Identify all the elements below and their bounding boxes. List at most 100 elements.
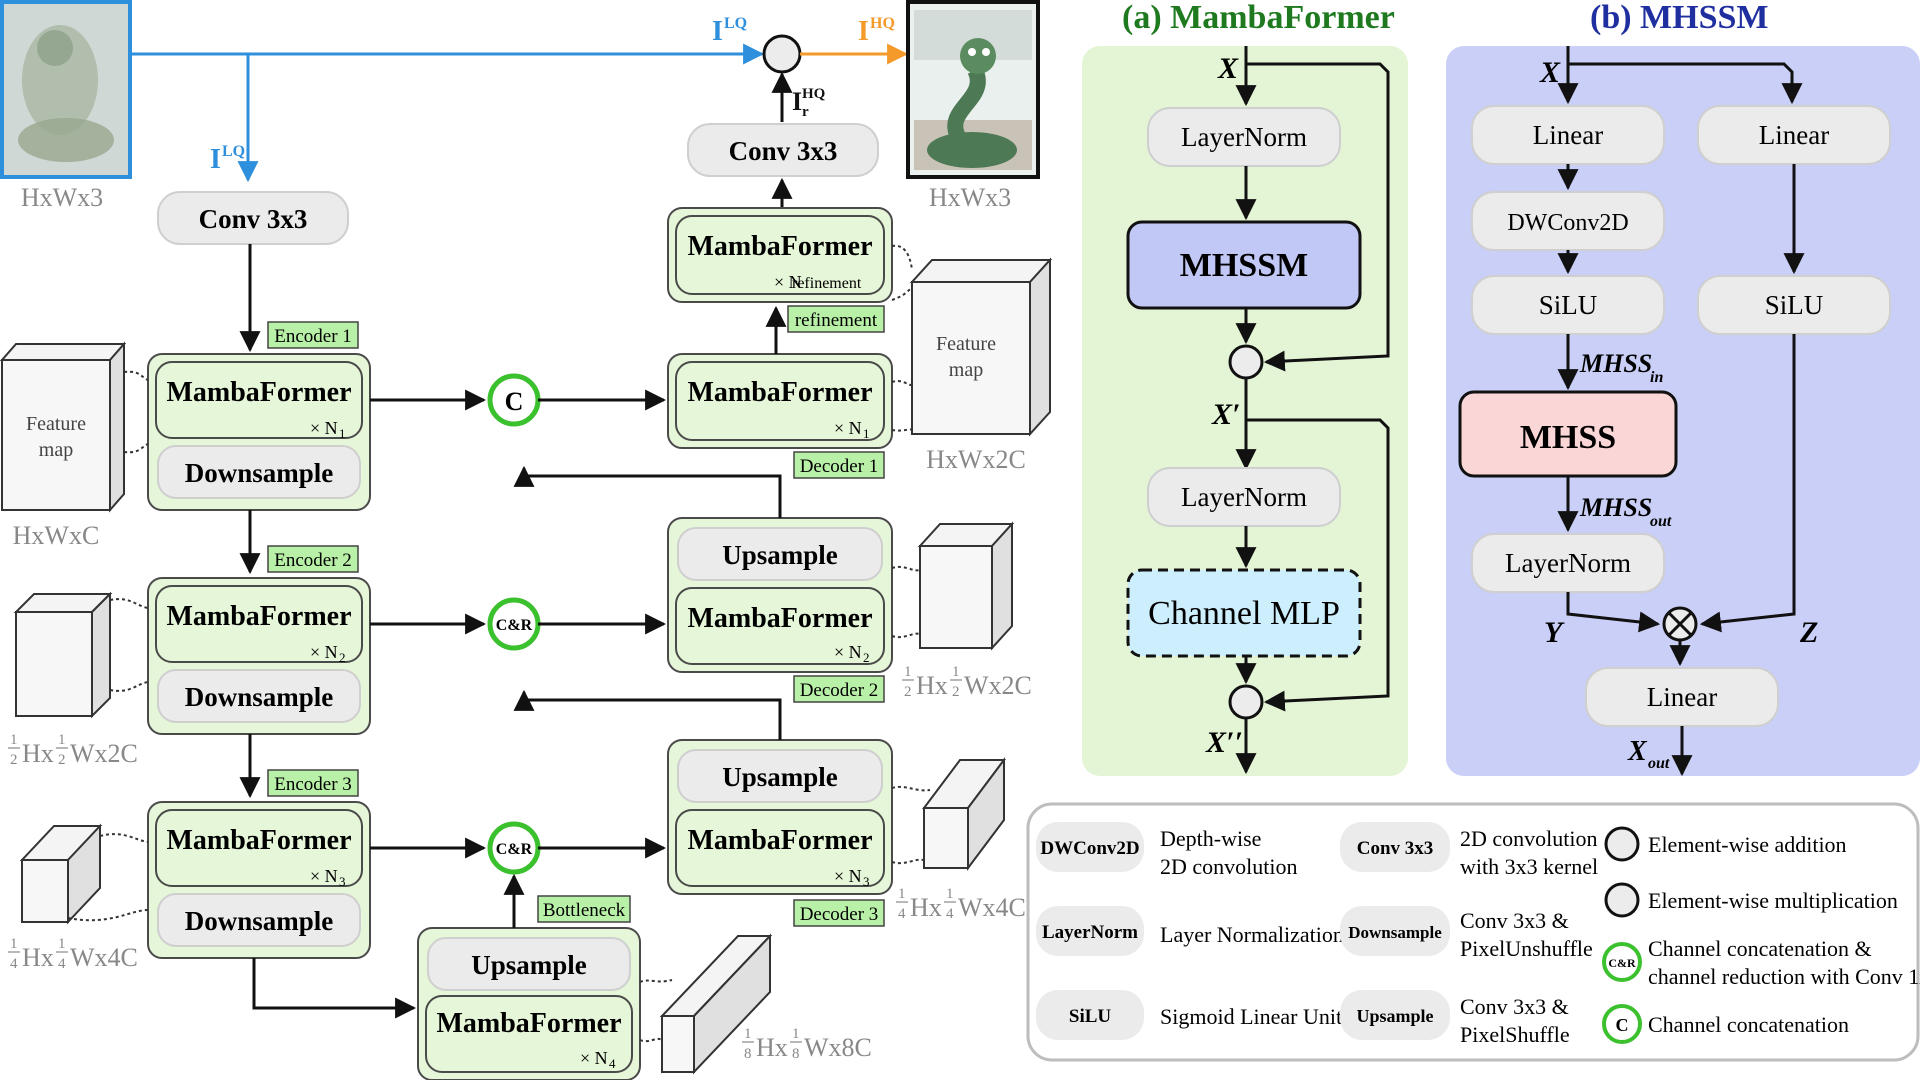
decoder2-upsample [677,527,883,581]
panel-a-layernorm2 [1147,467,1341,527]
svg-text:LQ: LQ [222,143,245,160]
svg-text:Hx: Hx [916,671,948,700]
feature-cube-bottleneck [659,933,773,1075]
legend-item-downsample: Downsample Conv 3x3 & PixelUnshuffle [1340,906,1593,961]
bottleneck-tag [537,895,631,923]
svg-text:1: 1 [744,1026,752,1042]
panel-b-linear-out-label: Linear [1647,682,1717,712]
svg-text:PixelUnshuffle: PixelUnshuffle [1460,936,1593,961]
legend-symbol-add: Element-wise addition [1604,826,1847,862]
dec3-dim-label: 1 4 Hx 1 4 Wx4C [896,886,1026,922]
svg-text:2: 2 [904,684,912,700]
encoder1-block-label: MambaFormer [166,377,351,408]
encoder2-tag-label: Encoder 2 [274,550,352,571]
panel-b-title: (b) MHSSM [1590,0,1769,36]
svg-text:I: I [712,16,723,47]
enc2-dotted-link [109,598,149,692]
panel-b-xout-label: X out [1627,736,1670,772]
svg-text:LayerNorm: LayerNorm [1042,922,1138,943]
conv-in-label: Conv 3x3 [199,204,308,234]
svg-text:× N: × N [834,418,862,438]
svg-text:PixelShuffle: PixelShuffle [1460,1022,1570,1047]
legend-symbol-mul: Element-wise multiplication [1604,882,1898,918]
svg-text:HQ: HQ [802,86,826,102]
enc3-dim-label: 1 4 Hx 1 4 Wx4C [8,936,138,972]
svg-text:× N: × N [310,418,338,438]
svg-text:Hx: Hx [22,943,54,972]
fusion-cr-label-3: C&R [496,841,533,858]
svg-text:Element-wise multiplication: Element-wise multiplication [1648,888,1898,913]
bottleneck-tag-label: Bottleneck [543,900,626,921]
svg-text:Wx4C: Wx4C [958,893,1026,922]
svg-text:I: I [858,16,869,47]
encoder2-mambaformer [155,585,363,663]
svg-text:× N: × N [310,642,338,662]
svg-text:Depth-wise: Depth-wise [1160,826,1261,851]
panel-b-z-arrow [1699,334,1796,633]
svg-text:Conv 3x3: Conv 3x3 [1357,838,1434,859]
dec1-dim-label: HxWx2C [926,445,1026,474]
decoder1-tag [793,451,885,479]
panel-a-layernorm2-label: LayerNorm [1181,482,1307,512]
svg-text:1: 1 [946,886,954,902]
input-dim-label: HxWx3 [21,183,103,212]
encoder2-downsample [157,669,361,723]
decoder3-tag [793,899,885,927]
encoder1-tag [267,321,359,349]
decoder1-block-label: MambaFormer [687,377,872,408]
output-dim-label: HxWx3 [929,183,1011,212]
svg-text:Channel concatenation &: Channel concatenation & [1648,936,1872,961]
encoder1-tag-label: Encoder 1 [274,326,352,347]
panel-a-residual2 [1246,418,1390,712]
encoder2-block-label: MambaFormer [166,601,351,632]
svg-text:4: 4 [609,1056,616,1071]
svg-text:× N: × N [834,866,862,886]
svg-text:Upsample: Upsample [1356,1006,1433,1026]
encoder3-tag [267,769,359,797]
refinement-times: × N refinement [774,272,862,292]
feature-cube-enc3 [19,823,103,925]
panel-a-mlp-label: Channel MLP [1148,595,1340,632]
svg-text:2: 2 [10,752,18,768]
decoder3-block-label: MambaFormer [687,825,872,856]
svg-text:Element-wise addition: Element-wise addition [1648,832,1847,857]
svg-text:I: I [210,144,221,175]
svg-text:Wx4C: Wx4C [70,943,138,972]
decoder1-tag-label: Decoder 1 [800,456,879,477]
refinement-mambaformer [675,215,885,295]
decoder3-mambaformer [675,809,885,887]
encoder3-downsample-label: Downsample [185,906,334,936]
panel-b-linear-right-label: Linear [1759,120,1829,150]
svg-text:DWConv2D: DWConv2D [1040,838,1139,859]
enc1-dotted-link [123,370,149,454]
conv-out-box [687,123,879,177]
refinement-tag-label: refinement [795,310,878,331]
svg-text:1: 1 [10,732,18,748]
feature-cube-dec2 [917,521,1015,651]
lq-branch-line [130,52,259,183]
conv-out-label: Conv 3x3 [729,136,838,166]
svg-text:Conv 3x3 &: Conv 3x3 & [1460,908,1569,933]
legend-symbol-cr: C&R Channel concatenation & channel redu… [1602,936,1920,989]
encoder3-times: × N 3 [310,866,346,889]
svg-text:with 3x3 kernel: with 3x3 kernel [1460,854,1598,879]
panel-a-layernorm1-label: LayerNorm [1181,122,1307,152]
bottleneck-dim-label: 1 8 Hx 1 8 Wx8C [742,1026,872,1062]
encoder3-downsample [157,893,361,947]
panel-b-multiply [1662,606,1698,642]
legend-item-conv: Conv 3x3 2D convolution with 3x3 kernel [1340,822,1598,879]
panel-a-layernorm1 [1147,107,1341,167]
refinement-tag [787,305,885,333]
decoder3-times: × N 3 [834,866,870,889]
panel-a-mhssm-label: MHSSM [1180,247,1308,284]
bottleneck-upsample [427,937,631,991]
encoder1-downsample-label: Downsample [185,458,334,488]
refinement-block-label: MambaFormer [687,231,872,262]
decoder3-tag-label: Decoder 3 [800,904,879,925]
dec2-dotted-link [891,565,921,639]
lq-label-left: I LQ [210,143,245,175]
svg-text:Conv 3x3 &: Conv 3x3 & [1460,994,1569,1019]
bottleneck-mambaformer [425,995,633,1073]
svg-text:C: C [1616,1015,1629,1035]
svg-text:Wx2C: Wx2C [964,671,1032,700]
